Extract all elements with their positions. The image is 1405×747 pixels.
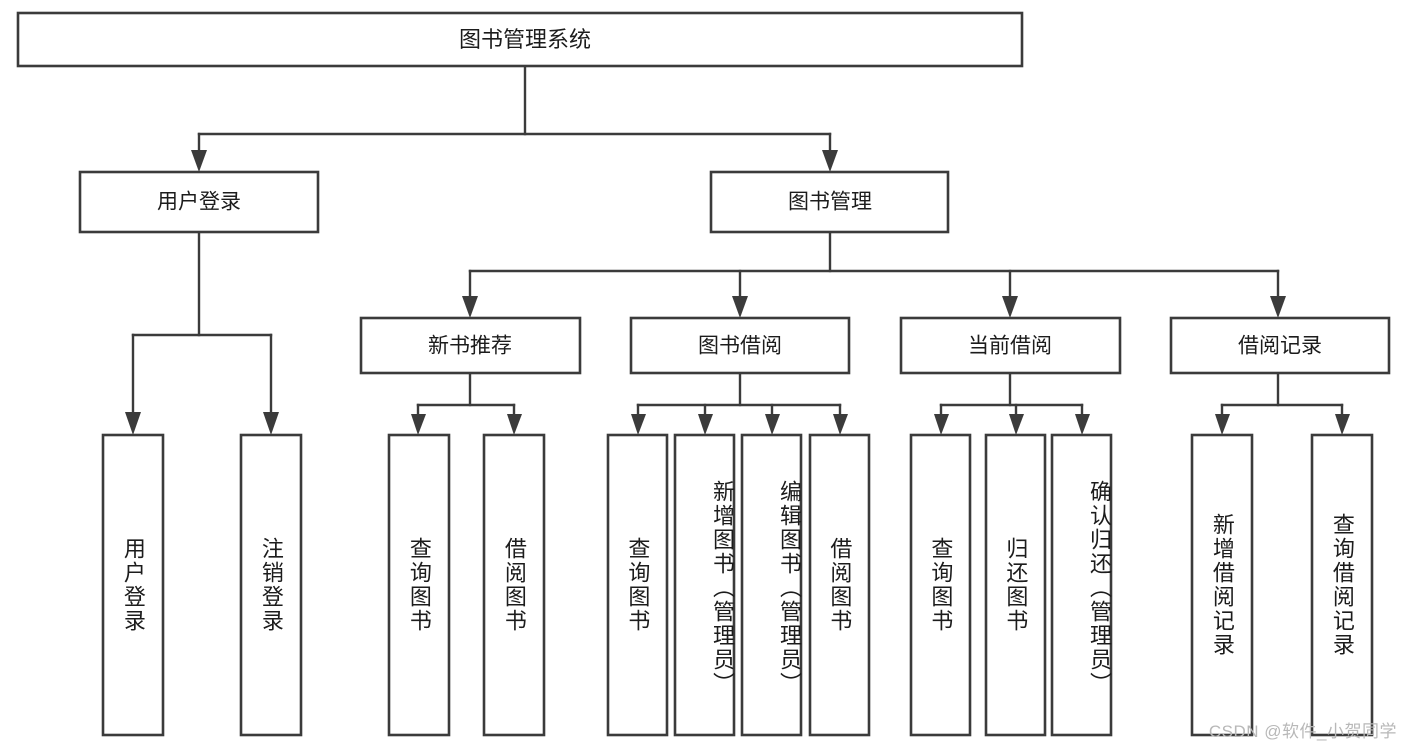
arrowhead-leaf-query-book-bb [631,414,646,435]
arrowhead-leaf-query-record [1335,414,1350,435]
arrowhead-leaf-user-logout [263,412,279,435]
leaf-borrow-book-bb-box[interactable] [808,433,871,737]
arrowhead-current-borrow [1002,296,1018,318]
arrowhead-new-book-recommend [462,296,478,318]
node-book-borrow-box[interactable] [629,316,851,375]
node-root[interactable]: 图书管理系统 [16,11,1024,68]
node-current-borrow-label: 当前借阅 [968,335,1052,358]
leaf-query-book-nr-box[interactable] [387,433,451,737]
connectors-group [125,64,1350,435]
csdn-watermark: CSDN @软件_小贺同学 [1208,722,1397,741]
leaf-query-record-box[interactable] [1310,433,1374,737]
arrowhead-leaf-query-book-cb [934,414,949,435]
node-borrow-record[interactable]: 借阅记录 [1169,316,1391,375]
leaf-add-book-admin-box[interactable] [673,433,736,737]
leaf-user-login-box[interactable] [101,433,165,737]
leaf-borrow-book-nr-box[interactable] [482,433,546,737]
arrowhead-leaf-edit-book-admin [765,414,780,435]
node-new-book-recommend-box[interactable] [359,316,582,375]
leaf-user-logout-box[interactable] [239,433,303,737]
leaf-query-book-cb-box[interactable] [909,433,972,737]
node-root-label: 图书管理系统 [459,27,591,52]
arrowhead-leaf-borrow-book-bb [833,414,848,435]
node-new-book-recommend-label: 新书推荐 [428,335,512,358]
node-borrow-record-box[interactable] [1169,316,1391,375]
node-book-management-label: 图书管理 [788,191,872,214]
arrowhead-leaf-query-book-nr [411,414,426,435]
arrowhead-leaf-borrow-book-nr [507,414,522,435]
node-current-borrow-box[interactable] [899,316,1122,375]
arrowhead-book-borrow [732,296,748,318]
node-book-management-box[interactable] [709,170,950,234]
leaf-query-book-bb-box[interactable] [606,433,669,737]
arrowhead-leaf-add-record [1215,414,1230,435]
node-current-borrow[interactable]: 当前借阅 [899,316,1122,375]
arrowhead-user-login [191,150,207,172]
node-borrow-record-label: 借阅记录 [1238,335,1322,358]
node-user-login-label: 用户登录 [157,191,241,214]
leaf-edit-book-admin-box[interactable] [740,433,803,737]
node-root-box[interactable] [16,11,1024,68]
node-book-management[interactable]: 图书管理 [709,170,950,234]
leaf-boxes-group [101,433,1374,737]
arrowhead-borrow-record [1270,296,1286,318]
arrowhead-book-management [822,150,838,172]
node-user-login[interactable]: 用户登录 [78,170,320,234]
arrowhead-leaf-add-book-admin [698,414,713,435]
leaf-confirm-return-box[interactable] [1050,433,1113,737]
node-user-login-box[interactable] [78,170,320,234]
leaf-add-record-box[interactable] [1190,433,1254,737]
arrowhead-leaf-user-login [125,412,141,435]
leaf-return-book-box[interactable] [984,433,1047,737]
node-book-borrow[interactable]: 图书借阅 [629,316,851,375]
arrowhead-leaf-confirm-return [1075,414,1090,435]
arrowhead-leaf-return-book [1009,414,1024,435]
node-book-borrow-label: 图书借阅 [698,335,782,358]
node-new-book-recommend[interactable]: 新书推荐 [359,316,582,375]
